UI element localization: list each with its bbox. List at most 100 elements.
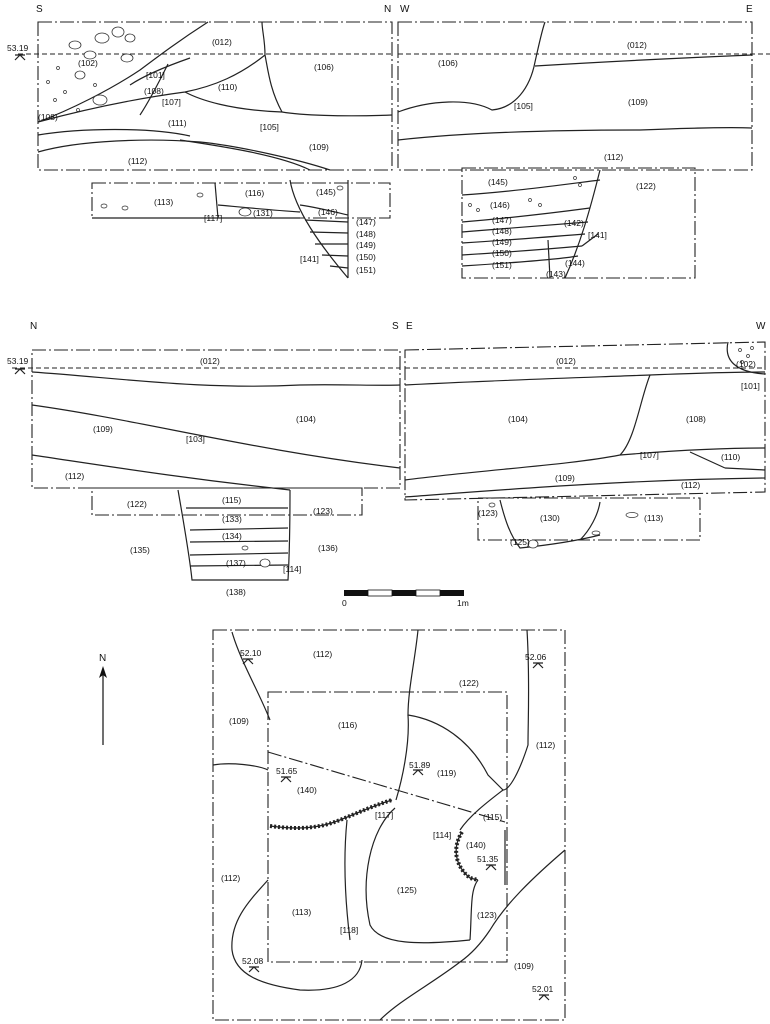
- ctx: (146): [318, 207, 338, 217]
- ctx: (130): [540, 513, 560, 523]
- plan-ctx: (112): [536, 740, 555, 750]
- ctx: (122): [127, 499, 147, 509]
- plan-ctx: (113): [292, 907, 311, 917]
- ctx: (108): [144, 86, 164, 96]
- ctx: (145): [316, 187, 336, 197]
- compass-s1-left: S: [36, 4, 43, 15]
- stones-102-w: [738, 346, 754, 364]
- ctx: (147): [356, 217, 376, 227]
- ctx: (133): [222, 514, 242, 524]
- ctx: (151): [356, 265, 376, 275]
- north-arrow-icon: [99, 666, 107, 745]
- plan-ctx: (109): [514, 961, 534, 971]
- ctx: [107]: [640, 450, 659, 460]
- ctx: (102): [78, 58, 98, 68]
- plan-ctx: (112): [313, 649, 332, 659]
- plan-level: 51.65: [276, 766, 298, 776]
- level-s2: 53.19: [7, 356, 29, 366]
- plan-ctx: (123): [477, 910, 497, 920]
- ctx: (123): [478, 508, 498, 518]
- ctx: (134): [222, 531, 242, 541]
- compass-s1b-left: W: [400, 4, 410, 15]
- ctx: (110): [218, 82, 237, 92]
- ctx: (147): [492, 215, 512, 225]
- compass-s2b-right: W: [756, 321, 766, 332]
- plan-level: 51.89: [409, 760, 431, 770]
- ctx: (109): [628, 97, 648, 107]
- ctx: (113): [644, 513, 663, 523]
- ctx: (148): [356, 229, 376, 239]
- section-2-left: [12, 349, 401, 581]
- ctx: (131): [253, 208, 273, 218]
- stones-102: [46, 26, 344, 217]
- section-2-right: [404, 341, 766, 549]
- ctx: (104): [296, 414, 316, 424]
- compass-s2-right: S: [392, 321, 399, 332]
- plan-ctx: [118]: [340, 925, 358, 935]
- ctx: [103]: [186, 434, 205, 444]
- ctx: (122): [636, 181, 656, 191]
- level-markers: [14, 54, 550, 1001]
- scale-start: 0: [342, 598, 347, 608]
- plan-ctx: (140): [297, 785, 317, 795]
- ctx: (115): [222, 495, 241, 505]
- plan-ctx: (122): [459, 678, 479, 688]
- plan: [14, 54, 566, 1021]
- ctx: (108): [38, 112, 58, 122]
- ctx: (104): [508, 414, 528, 424]
- plan-north: N: [99, 653, 106, 664]
- ctx: (102): [736, 359, 756, 369]
- ctx: [141]: [300, 254, 319, 264]
- labels: S N 53.19 (012) (102) [101] (108) [107] …: [7, 4, 766, 994]
- ctx: (123): [313, 506, 333, 516]
- ctx: [107]: [162, 97, 181, 107]
- plan-level: 51.35: [477, 854, 499, 864]
- stones-146: [468, 176, 582, 212]
- ctx: (150): [492, 248, 512, 258]
- ctx: [105]: [514, 101, 533, 111]
- ctx: [117]: [204, 213, 222, 223]
- plan-ctx: [117]: [375, 810, 393, 820]
- plan-level: 52.06: [525, 652, 547, 662]
- ctx: (136): [318, 543, 338, 553]
- ctx: (150): [356, 252, 376, 262]
- ctx: (012): [212, 37, 232, 47]
- ctx: (142): [564, 218, 584, 228]
- plan-level: 52.01: [532, 984, 554, 994]
- ctx: (110): [721, 452, 740, 462]
- plan-ctx: [114]: [433, 830, 451, 840]
- compass-s1b-right: E: [746, 4, 753, 15]
- compass-s2b-left: E: [406, 321, 413, 332]
- plan-level: 52.08: [242, 956, 264, 966]
- ctx: (125): [510, 537, 530, 547]
- ctx: [114]: [283, 564, 301, 574]
- ctx: (138): [226, 587, 246, 597]
- section-1-left: [18, 21, 393, 279]
- ctx: (012): [627, 40, 647, 50]
- plan-ctx: (140): [466, 840, 486, 850]
- ctx: (113): [154, 197, 173, 207]
- level-s1: 53.19: [7, 43, 29, 53]
- compass-s1-right: N: [384, 4, 391, 15]
- ctx: (012): [556, 356, 576, 366]
- ctx: (144): [565, 258, 585, 268]
- ctx: (149): [492, 237, 512, 247]
- scale-end: 1m: [457, 598, 469, 608]
- ctx: (111): [168, 118, 187, 128]
- ctx: (012): [200, 356, 220, 366]
- ctx: (151): [492, 260, 512, 270]
- ctx: (108): [686, 414, 706, 424]
- ctx: [141]: [588, 230, 607, 240]
- ctx: (112): [681, 480, 700, 490]
- plan-ctx: (115): [483, 812, 502, 822]
- ctx: (106): [438, 58, 458, 68]
- ctx: [101]: [741, 381, 760, 391]
- ctx: (109): [93, 424, 113, 434]
- section-1-right: [397, 21, 770, 279]
- ctx: (109): [555, 473, 575, 483]
- ctx: (137): [226, 558, 246, 568]
- scale-bar: [344, 589, 464, 597]
- plan-level: 52.10: [240, 648, 262, 658]
- ctx: (106): [314, 62, 334, 72]
